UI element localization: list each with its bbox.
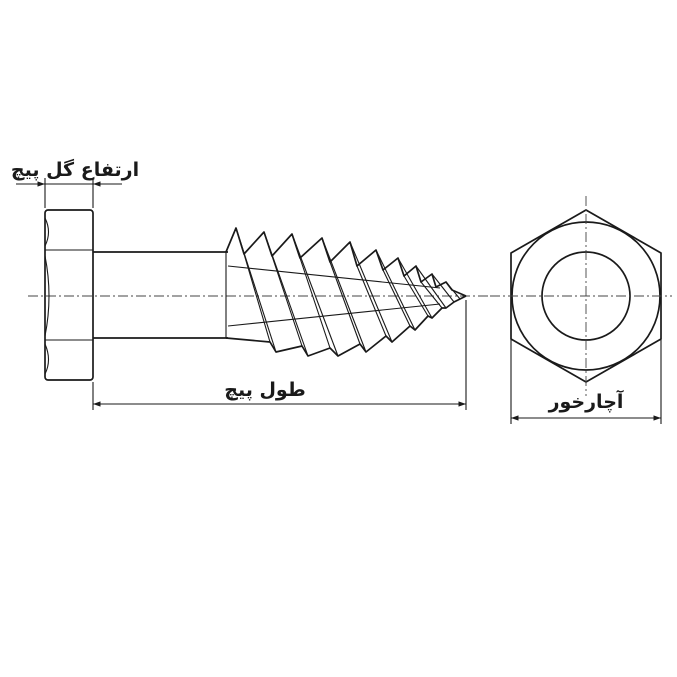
- screw-shank: [93, 251, 228, 339]
- head-height-label: ارتفاع گل پیچ: [11, 158, 139, 181]
- screw-length-label: طول پیچ: [224, 379, 306, 401]
- head-height-dimension: [16, 178, 122, 208]
- across-flats-dimension: [510, 339, 662, 424]
- screw-head-side: [44, 209, 94, 381]
- screw-threads: [225, 227, 467, 357]
- screw-length-dimension: [92, 300, 467, 410]
- across-flats-label: آچارخور: [548, 389, 624, 413]
